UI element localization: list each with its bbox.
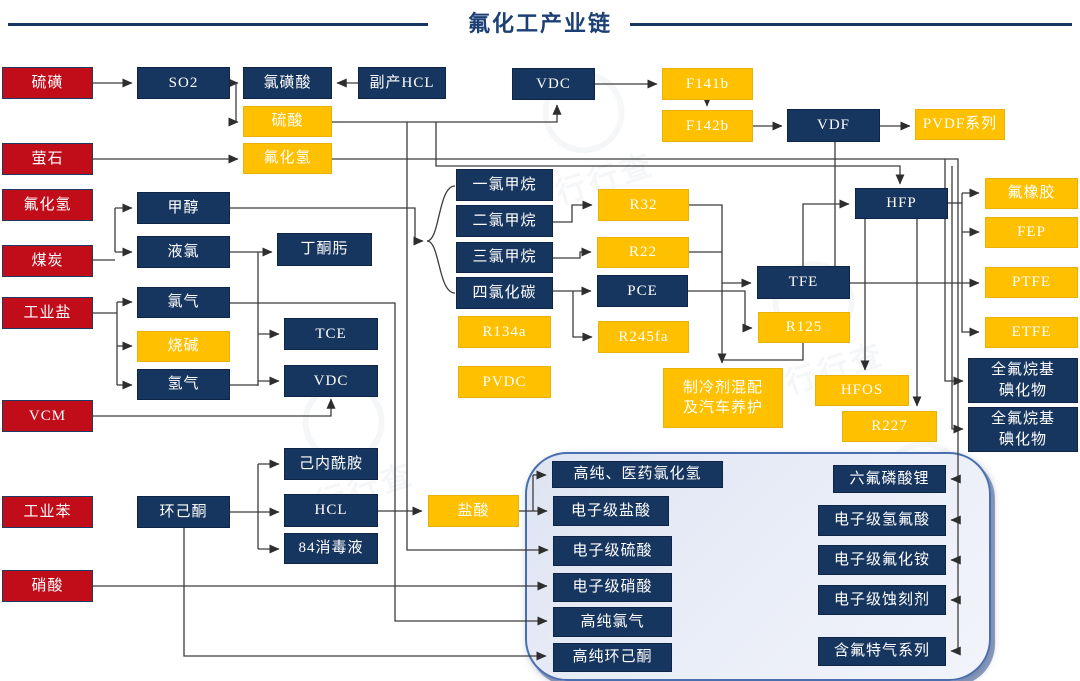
node-hp-cyclohexanone: 高纯环己酮 [553, 643, 672, 672]
node-tfe: TFE [757, 266, 850, 299]
node-vdc-mid: VDC [284, 365, 378, 397]
node-pvdc: PVDC [458, 366, 551, 398]
node-cyclohexanone: 环己酮 [137, 496, 230, 528]
node-butanone-oxime: 丁酮肟 [277, 233, 372, 266]
node-lipf6: 六氟磷酸锂 [833, 465, 946, 493]
title-row: 氟化工产业链 [0, 6, 1080, 36]
node-hfp: HFP [855, 188, 948, 219]
node-liquid-chlorine: 液氯 [137, 236, 230, 268]
node-refrigerant-blend: 制冷剂混配 及汽车养护 [663, 368, 783, 428]
node-hydrogen-fluoride: 氟化氢 [243, 143, 332, 174]
node-chlorine-gas: 氯气 [137, 287, 230, 318]
node-vcm: VCM [2, 400, 93, 432]
node-industrial-benzene: 工业苯 [2, 496, 93, 528]
node-electronic-hcl: 电子级盐酸 [553, 496, 669, 526]
node-methanol: 甲醇 [137, 192, 230, 224]
node-electronic-etchant: 电子级蚀刻剂 [818, 585, 946, 615]
node-chloromethane-mono: 一氯甲烷 [456, 169, 553, 201]
node-industrial-salt: 工业盐 [2, 297, 93, 329]
node-fluorite: 萤石 [2, 143, 93, 175]
title-rule-left [8, 23, 428, 26]
node-hp-pharma-hcl: 高纯、医药氯化氢 [552, 461, 723, 488]
node-hydrogen: 氢气 [137, 369, 230, 400]
node-perfluoroalkyl-iodide-1: 全氟烷基 碘化物 [968, 358, 1078, 403]
node-r32: R32 [598, 189, 689, 221]
node-caprolactam: 己内酰胺 [284, 448, 378, 480]
node-f141b: F141b [662, 68, 753, 100]
node-electronic-h2so4: 电子级硫酸 [553, 536, 672, 566]
node-carbon-tetrachloride: 四氯化碳 [456, 277, 553, 309]
node-chloromethane-tri: 三氯甲烷 [456, 242, 553, 273]
node-r125: R125 [758, 312, 850, 343]
node-hfos: HFOS [815, 375, 909, 406]
node-pce: PCE [597, 275, 688, 307]
node-fep: FEP [985, 217, 1078, 248]
node-r134a: R134a [458, 316, 551, 348]
node-ptfe: PTFE [985, 267, 1078, 298]
node-coal: 煤炭 [2, 245, 93, 277]
node-chlorosulfonic-acid: 氯磺酸 [243, 67, 332, 99]
node-electronic-hf-acid: 电子级氢氟酸 [818, 505, 946, 536]
node-r227: R227 [842, 411, 937, 442]
node-pvdf-series: PVDF系列 [915, 109, 1005, 140]
node-electronic-nh4f: 电子级氟化铵 [818, 545, 946, 575]
node-disinfectant-84: 84消毒液 [284, 533, 378, 564]
node-perfluoroalkyl-iodide-2: 全氟烷基 碘化物 [968, 407, 1078, 452]
node-hydrogen-fluoride-source: 氟化氢 [2, 189, 93, 221]
node-vdf: VDF [787, 109, 880, 142]
node-nitric-acid: 硝酸 [2, 570, 93, 602]
node-fluorine-specialty-gas: 含氟特气系列 [818, 637, 946, 666]
node-hydrochloric-acid: 盐酸 [428, 495, 519, 527]
node-byproduct-hcl: 副产HCL [358, 67, 446, 99]
node-sulfuric-acid: 硫酸 [243, 106, 332, 137]
title-rule-right [630, 23, 1072, 26]
node-fluororubber: 氟橡胶 [985, 178, 1078, 209]
node-hp-chlorine: 高纯氯气 [553, 607, 672, 637]
node-hcl: HCL [284, 494, 378, 527]
node-etfe: ETFE [985, 317, 1078, 348]
node-f142b: F142b [662, 110, 753, 142]
node-r245fa: R245fa [598, 321, 689, 353]
page-title: 氟化工产业链 [467, 11, 612, 36]
node-electronic-hno3: 电子级硝酸 [553, 573, 672, 602]
node-r22: R22 [597, 237, 689, 268]
node-vdc-top: VDC [512, 68, 595, 100]
node-sulfur: 硫磺 [2, 67, 93, 99]
node-tce: TCE [284, 318, 378, 350]
node-chloromethane-di: 二氯甲烷 [456, 205, 553, 237]
node-caustic-soda: 烧碱 [137, 331, 230, 362]
node-so2: SO2 [137, 67, 230, 99]
